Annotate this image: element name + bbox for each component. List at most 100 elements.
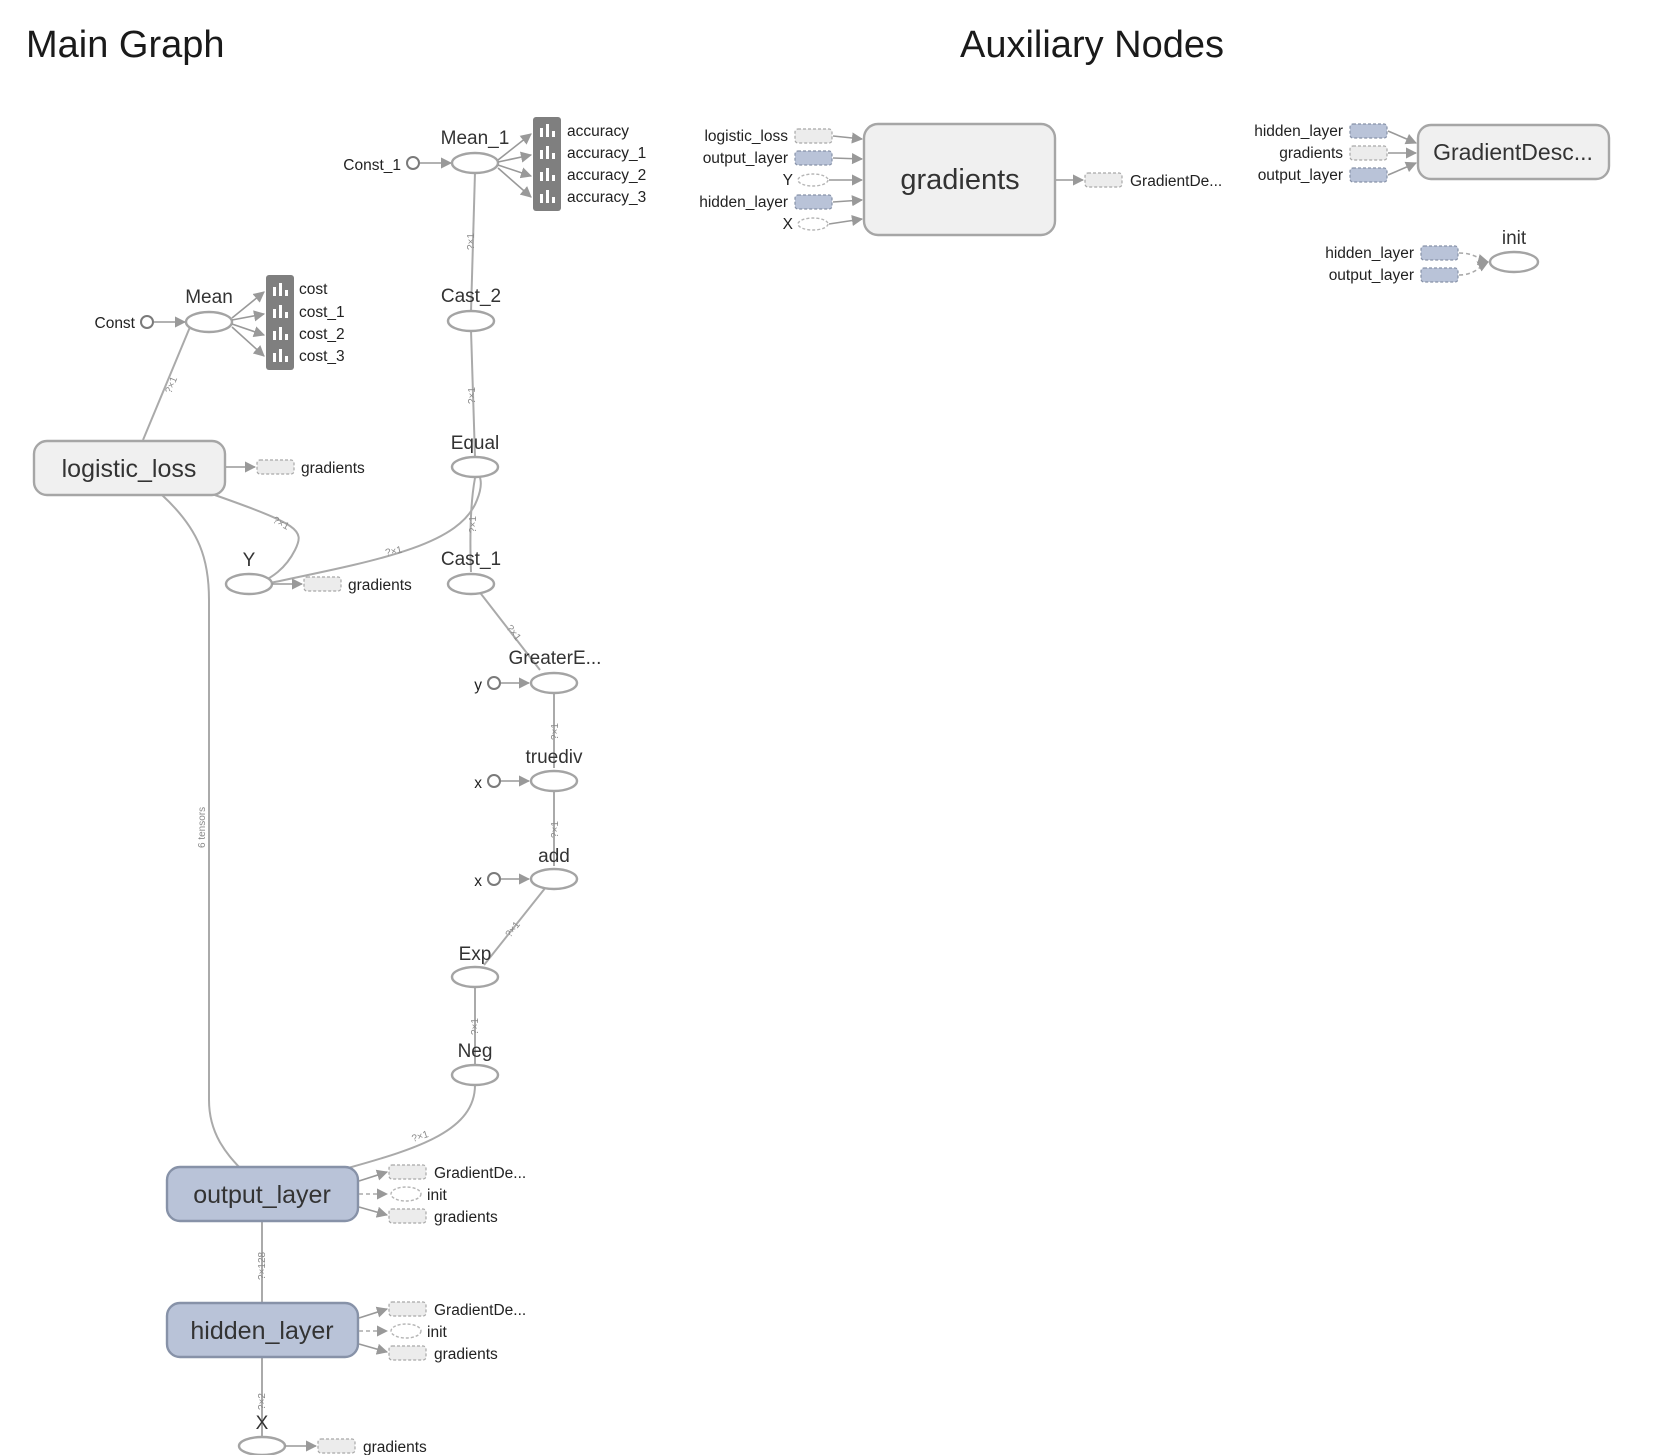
logistic-loss-stub[interactable] bbox=[794, 128, 833, 144]
aux-init-node[interactable]: init hidden_layer output_layer bbox=[1325, 228, 1540, 284]
node-greater-equal[interactable]: GreaterE... y bbox=[474, 648, 601, 695]
chart-icon bbox=[540, 124, 555, 203]
main-graph-title: Main Graph bbox=[26, 24, 225, 66]
add-ellipse[interactable] bbox=[529, 867, 579, 891]
cost-summary-block[interactable]: cost cost_1 cost_2 cost_3 bbox=[266, 275, 345, 370]
aux-gd-label: GradientDesc... bbox=[1433, 139, 1593, 165]
mean-1-ellipse[interactable] bbox=[450, 151, 500, 175]
edge-add-exp bbox=[483, 886, 547, 966]
hidden-layer-out-init: init bbox=[427, 1324, 448, 1341]
chart-icon bbox=[273, 283, 288, 362]
aux-init-ellipse[interactable] bbox=[1488, 250, 1540, 274]
aux-gd-box[interactable] bbox=[1416, 123, 1611, 181]
truediv-label: truediv bbox=[525, 747, 583, 768]
gradients-stub[interactable] bbox=[1349, 145, 1388, 161]
cast-2-ellipse[interactable] bbox=[446, 309, 496, 333]
edge-label-cast2-equal: ?×1 bbox=[467, 387, 478, 404]
aux-gradients-node[interactable]: logistic_loss output_layer Y hidden_laye… bbox=[699, 122, 1222, 237]
aux-gradient-descent-node[interactable]: hidden_layer gradients output_layer Grad… bbox=[1254, 123, 1611, 184]
logistic-loss-box[interactable] bbox=[32, 439, 227, 497]
y-ellipse[interactable] bbox=[224, 572, 274, 596]
cast-1-ellipse[interactable] bbox=[446, 572, 496, 596]
x-const-2-circle[interactable] bbox=[487, 872, 501, 886]
neg-ellipse[interactable] bbox=[450, 1063, 500, 1087]
accuracy-summary-icon[interactable] bbox=[533, 117, 561, 211]
equal-ellipse[interactable] bbox=[450, 455, 500, 479]
exp-ellipse[interactable] bbox=[450, 965, 500, 989]
exp-label: Exp bbox=[459, 944, 492, 965]
node-hidden-layer[interactable]: hidden_layer GradientDe... init gradient… bbox=[165, 1301, 526, 1363]
mean-label: Mean bbox=[185, 287, 233, 308]
output-layer-stub[interactable] bbox=[1349, 167, 1388, 183]
node-add[interactable]: add x bbox=[474, 846, 579, 891]
gradients-stub[interactable] bbox=[388, 1345, 427, 1361]
edge-label-mean1-cast2: ?×1 bbox=[466, 233, 477, 250]
accuracy-summary-block[interactable]: accuracy accuracy_1 accuracy_2 accuracy_… bbox=[533, 117, 646, 211]
const-1-circle[interactable] bbox=[406, 156, 420, 170]
init-stub[interactable] bbox=[390, 1323, 422, 1339]
gradient-descent-stub[interactable] bbox=[388, 1164, 427, 1180]
hidden-layer-stub[interactable] bbox=[1349, 123, 1388, 139]
x-const-1-circle[interactable] bbox=[487, 774, 501, 788]
gradients-stub[interactable] bbox=[303, 576, 342, 592]
accuracy-label: accuracy bbox=[567, 123, 629, 140]
edge-label-logloss-y: ?×1 bbox=[271, 515, 292, 533]
node-mean[interactable]: Mean bbox=[184, 287, 234, 334]
aux-gd-input-hidden-layer: hidden_layer bbox=[1254, 123, 1343, 140]
accuracy-3-label: accuracy_3 bbox=[567, 189, 646, 206]
y-out-label: gradients bbox=[348, 577, 412, 594]
node-cast-2[interactable]: Cast_2 bbox=[441, 286, 501, 333]
output-layer-out-gradients: gradients bbox=[434, 1209, 498, 1226]
output-layer-stub[interactable] bbox=[1420, 267, 1459, 283]
mean-1-label: Mean_1 bbox=[441, 128, 510, 149]
node-exp[interactable]: Exp bbox=[450, 944, 500, 989]
equal-label: Equal bbox=[451, 433, 500, 454]
node-neg[interactable]: Neg bbox=[450, 1041, 500, 1087]
mean-ellipse[interactable] bbox=[184, 310, 234, 334]
cost-3-label: cost_3 bbox=[299, 348, 345, 365]
x-const-2-label: x bbox=[474, 873, 482, 890]
accuracy-2-label: accuracy_2 bbox=[567, 167, 646, 184]
node-const[interactable]: Const bbox=[95, 315, 187, 332]
init-stub[interactable] bbox=[390, 1186, 422, 1202]
node-cast-1[interactable]: Cast_1 bbox=[441, 549, 501, 596]
greater-ellipse[interactable] bbox=[529, 671, 579, 695]
output-layer-out-init: init bbox=[427, 1187, 448, 1204]
output-layer-stub[interactable] bbox=[794, 150, 833, 166]
node-mean-1[interactable]: Mean_1 bbox=[441, 128, 510, 175]
truediv-ellipse[interactable] bbox=[529, 769, 579, 793]
hidden-layer-stub[interactable] bbox=[794, 194, 833, 210]
gradients-stub[interactable] bbox=[256, 459, 295, 475]
x-ellipse[interactable] bbox=[237, 1435, 287, 1455]
cast-1-label: Cast_1 bbox=[441, 549, 501, 570]
hidden-layer-box[interactable] bbox=[165, 1301, 360, 1359]
gradient-descent-stub[interactable] bbox=[388, 1301, 427, 1317]
gradients-stub[interactable] bbox=[388, 1208, 427, 1224]
gradient-descent-stub[interactable] bbox=[1084, 172, 1123, 188]
aux-gradients-input-output-layer: output_layer bbox=[703, 150, 788, 167]
y-const-circle[interactable] bbox=[487, 676, 501, 690]
hidden-layer-stub[interactable] bbox=[1420, 245, 1459, 261]
node-truediv[interactable]: truediv x bbox=[474, 747, 583, 793]
const-circle[interactable] bbox=[140, 315, 154, 329]
aux-gradients-box[interactable] bbox=[862, 122, 1057, 237]
node-equal[interactable]: Equal bbox=[450, 433, 500, 479]
mean-1-summary-arrows bbox=[497, 133, 533, 198]
node-const-1[interactable]: Const_1 bbox=[343, 156, 453, 174]
cost-summary-icon[interactable] bbox=[266, 275, 294, 370]
output-layer-box[interactable] bbox=[165, 1165, 360, 1223]
node-output-layer[interactable]: output_layer GradientDe... init gradient… bbox=[165, 1164, 526, 1226]
node-logistic-loss[interactable]: logistic_loss gradients bbox=[32, 439, 365, 497]
node-x-placeholder[interactable]: X gradients bbox=[237, 1413, 427, 1455]
edge-label-truediv-add: ?×1 bbox=[550, 821, 561, 838]
gradients-stub[interactable] bbox=[317, 1438, 356, 1454]
logistic-loss-out-label: gradients bbox=[301, 460, 365, 477]
auxiliary-nodes-title: Auxiliary Nodes bbox=[960, 24, 1224, 66]
node-y-placeholder[interactable]: Y gradients bbox=[224, 550, 412, 596]
y-stub[interactable] bbox=[797, 173, 829, 187]
x-stub[interactable] bbox=[797, 217, 829, 231]
mean-summary-arrows bbox=[231, 291, 266, 357]
edge-label-logloss-output: 6 tensors bbox=[197, 807, 208, 848]
edge-label-hidden-x: ?×2 bbox=[257, 1393, 268, 1410]
